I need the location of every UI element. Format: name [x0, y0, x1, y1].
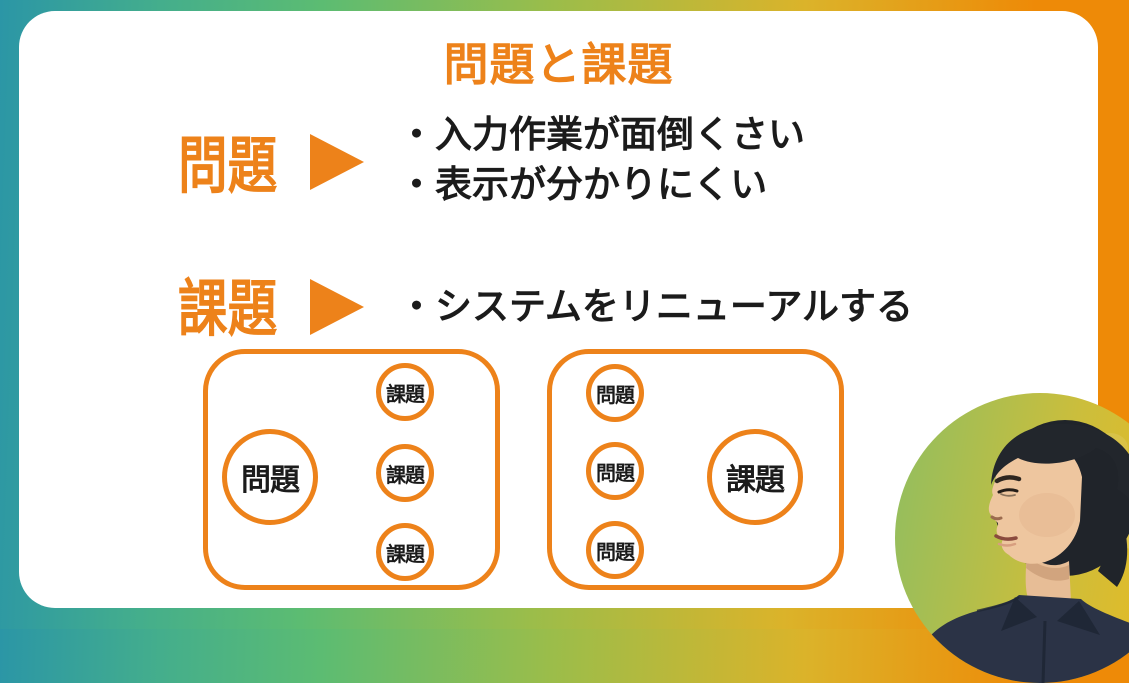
diagram-right-box: 問題 問題 問題 課題 — [547, 349, 844, 590]
problem-item-2: ・表示が分かりにくい — [398, 164, 768, 205]
diagram-left-small-circle: 課題 — [376, 363, 434, 421]
right-triangle-icon — [310, 134, 364, 190]
diagram-right-big-circle: 課題 — [707, 429, 803, 525]
diagram-left-big-circle: 問題 — [222, 429, 318, 525]
right-triangle-icon — [310, 279, 364, 335]
diagram-right-small-circle: 問題 — [586, 364, 644, 422]
issue-items: ・システムをリニューアルする — [398, 282, 913, 332]
presenter-circle — [895, 393, 1129, 683]
problem-label: 問題 — [178, 132, 278, 201]
problem-items: ・入力作業が面倒くさい ・表示が分かりにくい — [398, 110, 805, 210]
diagram-left-box: 問題 課題 課題 課題 — [203, 349, 500, 590]
diagram-right-small-circle: 問題 — [586, 521, 644, 579]
problem-item-1: ・入力作業が面倒くさい — [398, 114, 805, 155]
issue-item-1: ・システムをリニューアルする — [398, 286, 914, 327]
issue-label: 課題 — [178, 275, 278, 344]
page-title: 問題と課題 — [443, 39, 674, 90]
diagram-left-small-circle: 課題 — [376, 523, 434, 581]
diagram-left-small-circle: 課題 — [376, 444, 434, 502]
diagram-right-small-circle: 問題 — [586, 442, 644, 500]
